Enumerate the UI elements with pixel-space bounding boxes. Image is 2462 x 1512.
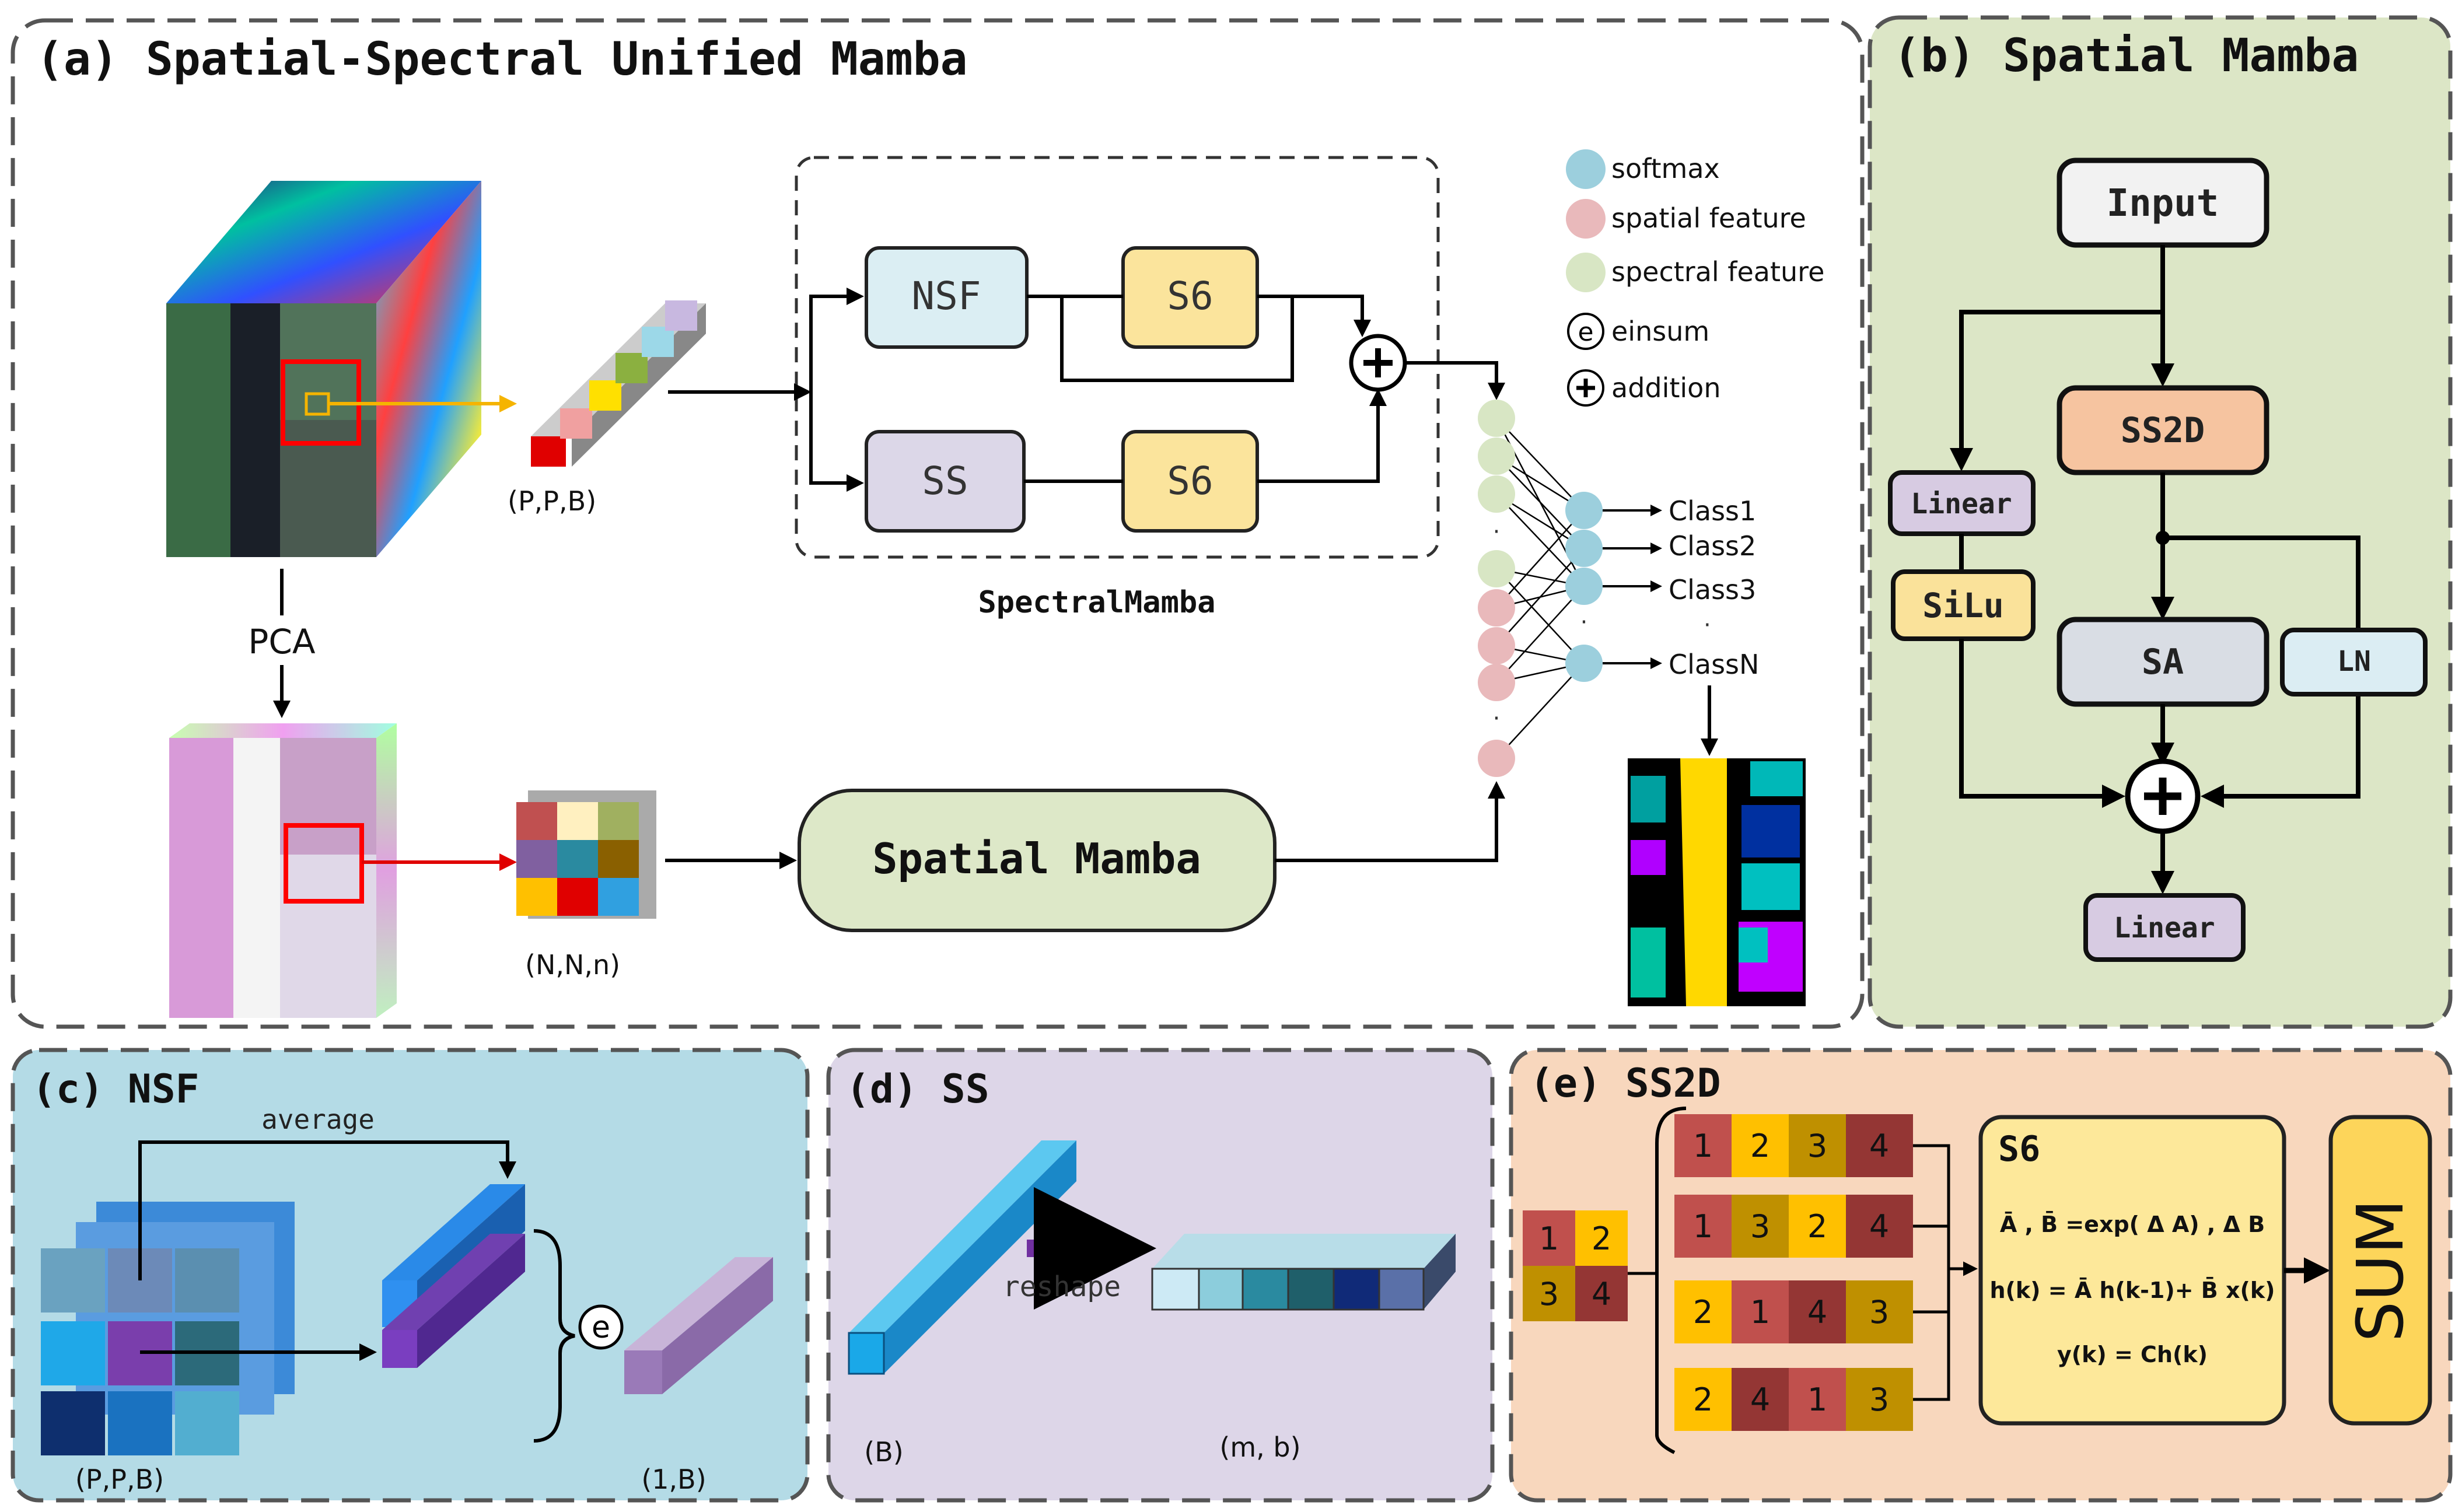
panel-d-title: (d) SS bbox=[846, 1066, 989, 1112]
hyperspectral-cube bbox=[166, 181, 481, 557]
token-sequences: 1 2 3 4 1 3 2 4 2 1 4 3 2 4 1 3 bbox=[1674, 1114, 1913, 1431]
legend-addition: addition bbox=[1611, 372, 1720, 404]
panel-e-title: (e) SS2D bbox=[1530, 1060, 1721, 1107]
svg-text:4: 4 bbox=[1750, 1381, 1770, 1418]
einsum-icon-c bbox=[578, 1304, 624, 1350]
legend-spectral-icon bbox=[1566, 253, 1606, 292]
panel-b: (b) Spatial Mamba bbox=[1868, 15, 2453, 1029]
svg-text:2: 2 bbox=[1807, 1208, 1827, 1245]
svg-text:e: e bbox=[1578, 317, 1593, 347]
label-spectral-mamba: SpectralMamba bbox=[978, 585, 1216, 620]
linear-label-b: Linear bbox=[1911, 488, 2012, 520]
pca-cube bbox=[169, 723, 397, 1018]
svg-text:4: 4 bbox=[1869, 1208, 1889, 1245]
linear-out-box[interactable] bbox=[2083, 893, 2246, 962]
einsum-icon bbox=[1567, 313, 1604, 350]
svg-text:4: 4 bbox=[1592, 1276, 1611, 1312]
ss2d-label: SS2D bbox=[2121, 410, 2205, 451]
s6-title-e: S6 bbox=[1998, 1129, 2040, 1170]
classification-map bbox=[1628, 758, 1806, 1006]
svg-text:·: · bbox=[1493, 519, 1501, 545]
ln-box[interactable] bbox=[2280, 628, 2428, 696]
label-nnn: (N,N,n) bbox=[525, 949, 620, 981]
spatial-patch bbox=[516, 790, 656, 919]
class-2-label: Class2 bbox=[1669, 530, 1756, 562]
output-bar-c bbox=[624, 1257, 773, 1394]
svg-text:3: 3 bbox=[1869, 1381, 1889, 1418]
sum-box[interactable] bbox=[2328, 1115, 2432, 1426]
panel-c-title: (c) NSF bbox=[32, 1066, 200, 1112]
svg-text:4: 4 bbox=[1869, 1128, 1889, 1164]
legend-spatial: spatial feature bbox=[1611, 202, 1806, 234]
legend: softmax spatial feature spectral feature… bbox=[1566, 149, 1824, 407]
svg-text:2: 2 bbox=[1592, 1220, 1611, 1257]
svg-text:2: 2 bbox=[1693, 1381, 1713, 1418]
average-bar bbox=[382, 1184, 525, 1368]
linear-out-label: Linear bbox=[2114, 912, 2215, 944]
class-1-label: Class1 bbox=[1669, 495, 1756, 527]
svg-text:2: 2 bbox=[1750, 1128, 1770, 1164]
input-label: Input bbox=[2107, 182, 2219, 225]
s6-eq2: h(k) = Ā h(k-1)+ B̄ x(k) bbox=[1989, 1277, 2275, 1303]
token-grid: 1 2 3 4 bbox=[1523, 1210, 1628, 1321]
s6-bottom-label: S6 bbox=[1167, 459, 1213, 503]
legend-spectral: spectral feature bbox=[1611, 256, 1824, 288]
s6-top-label: S6 bbox=[1167, 274, 1213, 318]
spectral-vector bbox=[531, 300, 706, 467]
label-pca: PCA bbox=[248, 622, 315, 662]
class-3-label: Class3 bbox=[1669, 574, 1756, 606]
svg-text:3: 3 bbox=[1539, 1276, 1559, 1312]
ss-label: SS bbox=[922, 459, 968, 503]
nsf-cube bbox=[41, 1202, 295, 1455]
label-average: average bbox=[261, 1104, 375, 1135]
svg-text:3: 3 bbox=[1807, 1128, 1827, 1164]
spatial-mamba-label: Spatial Mamba bbox=[872, 834, 1201, 883]
svg-text:1: 1 bbox=[1807, 1381, 1827, 1418]
label-b: (B) bbox=[864, 1436, 903, 1468]
svg-text:3: 3 bbox=[1869, 1294, 1889, 1331]
legend-spatial-icon bbox=[1566, 199, 1606, 239]
label-reshape: reshape bbox=[1003, 1270, 1121, 1303]
label-ppb-c: (P,P,B) bbox=[75, 1464, 164, 1495]
reshaped-tokens bbox=[1151, 1234, 1456, 1311]
label-mb: (m, b) bbox=[1219, 1432, 1300, 1463]
ln-label: LN bbox=[2337, 645, 2371, 678]
ss-bar bbox=[848, 1140, 1076, 1375]
legend-softmax: softmax bbox=[1611, 153, 1720, 184]
svg-text:2: 2 bbox=[1693, 1294, 1713, 1331]
svg-text:1: 1 bbox=[1693, 1208, 1713, 1245]
s6-eq1: Ā , B̄ =exp( Δ A) , Δ B bbox=[2000, 1211, 2265, 1237]
nsf-label: NSF bbox=[911, 274, 981, 318]
addition-node-a bbox=[1349, 334, 1407, 392]
brace-c bbox=[533, 1229, 575, 1443]
addition-node-b bbox=[2125, 758, 2201, 834]
brace-e bbox=[1655, 1107, 1687, 1454]
legend-softmax-icon bbox=[1566, 149, 1606, 189]
label-ppb-a: (P,P,B) bbox=[508, 485, 596, 517]
svg-text:3: 3 bbox=[1750, 1208, 1770, 1245]
svg-text:e: e bbox=[592, 1310, 610, 1345]
feature-nodes: · · · bbox=[1478, 400, 1603, 777]
svg-text:1: 1 bbox=[1693, 1128, 1713, 1164]
spectral-mamba-box bbox=[795, 156, 1440, 559]
svg-text:4: 4 bbox=[1807, 1294, 1827, 1331]
sum-label: SUM bbox=[2343, 1199, 2418, 1342]
svg-text:1: 1 bbox=[1539, 1220, 1559, 1257]
panel-a-title: (a) Spatial-Spectral Unified Mamba bbox=[36, 33, 968, 86]
silu-label: SiLu bbox=[1922, 586, 2004, 625]
sa-label: SA bbox=[2142, 642, 2184, 682]
svg-text:·: · bbox=[1493, 705, 1501, 732]
label-1b: (1,B) bbox=[641, 1464, 706, 1495]
svg-text:·: · bbox=[1704, 612, 1711, 639]
class-n-label: ClassN bbox=[1669, 649, 1759, 680]
svg-text:·: · bbox=[1580, 609, 1588, 636]
legend-einsum: einsum bbox=[1611, 316, 1709, 347]
panel-b-title: (b) Spatial Mamba bbox=[1893, 30, 2359, 82]
s6-eq3: y(k) = Ch(k) bbox=[2057, 1342, 2208, 1367]
svg-text:1: 1 bbox=[1750, 1294, 1770, 1331]
